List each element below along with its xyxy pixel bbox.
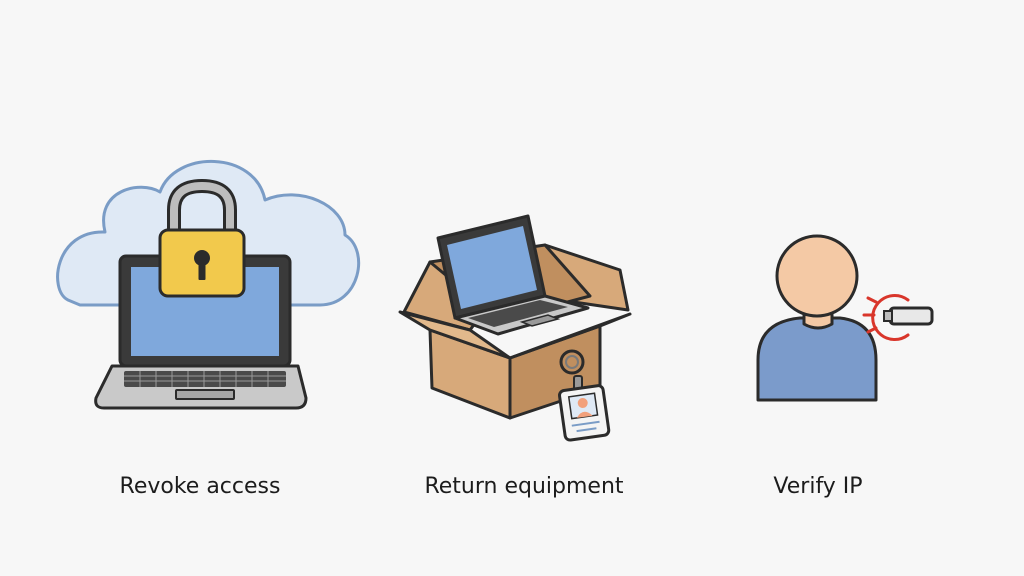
cardboard-box-front bbox=[398, 310, 632, 420]
person-icon bbox=[756, 234, 878, 402]
usb-drive-icon bbox=[883, 306, 934, 326]
step-verify-ip-illustration bbox=[756, 234, 934, 402]
step-revoke-access-illustration bbox=[56, 160, 361, 410]
step-label-revoke-access: Revoke access bbox=[119, 474, 281, 499]
alert-signal-icon bbox=[862, 294, 910, 341]
padlock-icon bbox=[158, 178, 246, 298]
laptop-icon bbox=[436, 214, 590, 336]
step-label-return-equipment: Return equipment bbox=[424, 474, 624, 499]
id-badge-icon bbox=[558, 349, 611, 442]
step-label-verify-ip: Verify IP bbox=[773, 474, 863, 499]
step-return-equipment-illustration bbox=[398, 214, 632, 442]
